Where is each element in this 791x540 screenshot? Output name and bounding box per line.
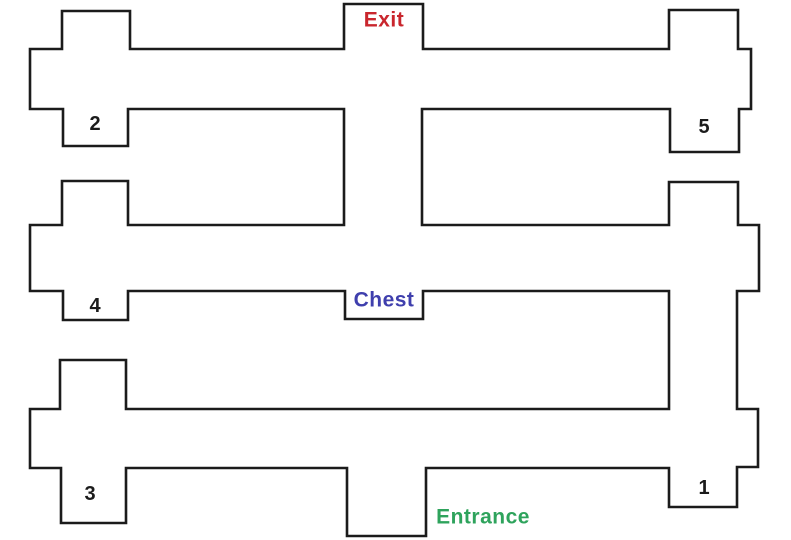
entrance-label: Entrance [436, 505, 530, 529]
chest-label: Chest [353, 288, 415, 312]
room-label-3: 3 [84, 483, 96, 505]
room-label-1: 1 [698, 477, 710, 499]
room-label-2: 2 [89, 113, 101, 135]
room-label-4: 4 [89, 295, 101, 317]
maze-wall-path [28, 2, 761, 538]
room-label-5: 5 [698, 116, 710, 138]
exit-label: Exit [363, 8, 405, 32]
